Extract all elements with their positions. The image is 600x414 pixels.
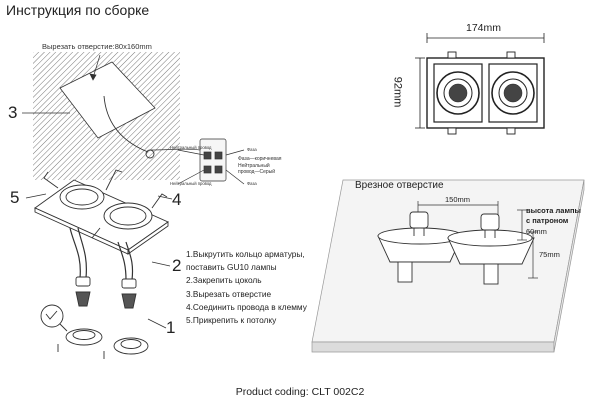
callout-2-leader: [151, 261, 171, 267]
section-spacing: 150mm: [445, 195, 471, 204]
cut-arrow: [89, 54, 101, 81]
dimension-height: 92mm: [391, 76, 404, 108]
lamp-height-label-2: с патроном: [526, 216, 569, 225]
product-coding: Product coding: CLT 002C2: [235, 386, 365, 398]
wiring-right-bottom: Фаза: [247, 181, 257, 186]
step-line: 3.Вырезать отверстие: [186, 288, 272, 299]
cut-hole-label: Вырезать отверстие:80x160mm: [42, 42, 152, 51]
top-view: [415, 33, 545, 135]
supply-wire-2: [149, 148, 201, 151]
page-title: Инструкция по сборке: [6, 2, 150, 18]
wiring-phase-note: Фаза—коричневая: [238, 156, 282, 162]
total-height-value: 75mm: [539, 250, 560, 259]
ceiling-hatch: [33, 52, 180, 180]
callout-5-leader: [25, 193, 47, 199]
step-line: 1.Выкрутить кольцо арматуры,: [186, 249, 305, 259]
callout-4-leader: [157, 195, 173, 200]
terminal-block: [177, 138, 245, 185]
wiring-neutral-note: Нейтральный провод—Серый: [238, 163, 276, 175]
wire-connector: [145, 149, 155, 159]
step-line: поставить GU10 лампы: [186, 262, 277, 273]
step-line: 5.Прикрепить к потолку: [186, 315, 277, 326]
section-title: Врезное отверстие: [355, 180, 444, 191]
supply-wire: [103, 95, 149, 153]
lamp-holders: [75, 276, 137, 289]
wiring-left-top: Нейтральный провод: [170, 145, 212, 150]
assembly-steps: 1.Выкрутить кольцо арматуры, поставить G…: [186, 248, 307, 327]
ring-detail: [40, 304, 68, 332]
fixing-rings: [57, 318, 167, 359]
step-line: 2.Закрепить цоколь: [186, 275, 262, 286]
fixture-frame: [34, 179, 169, 255]
wiring-left-bottom: Нейтральный провод: [170, 181, 212, 186]
dimension-width: 174mm: [466, 22, 502, 34]
spring-clips: [43, 169, 168, 239]
lamp-height-label-1: высота лампы: [526, 206, 581, 215]
section-fixtures: [377, 211, 535, 285]
lamp-cables: [69, 227, 134, 281]
callout-4: 4: [172, 190, 182, 209]
callout-5: 5: [10, 188, 20, 207]
gu10-lamps: [75, 291, 137, 309]
section-dim-heights: [517, 209, 538, 279]
callout-2: 2: [172, 256, 182, 275]
step-line: 4.Соединить провода в клемму: [186, 301, 307, 312]
callout-1: 1: [166, 318, 176, 337]
wiring-right-top: Фаза: [247, 147, 257, 152]
callout-3: 3: [8, 103, 18, 122]
lamp-height-value: 60mm: [526, 227, 547, 236]
